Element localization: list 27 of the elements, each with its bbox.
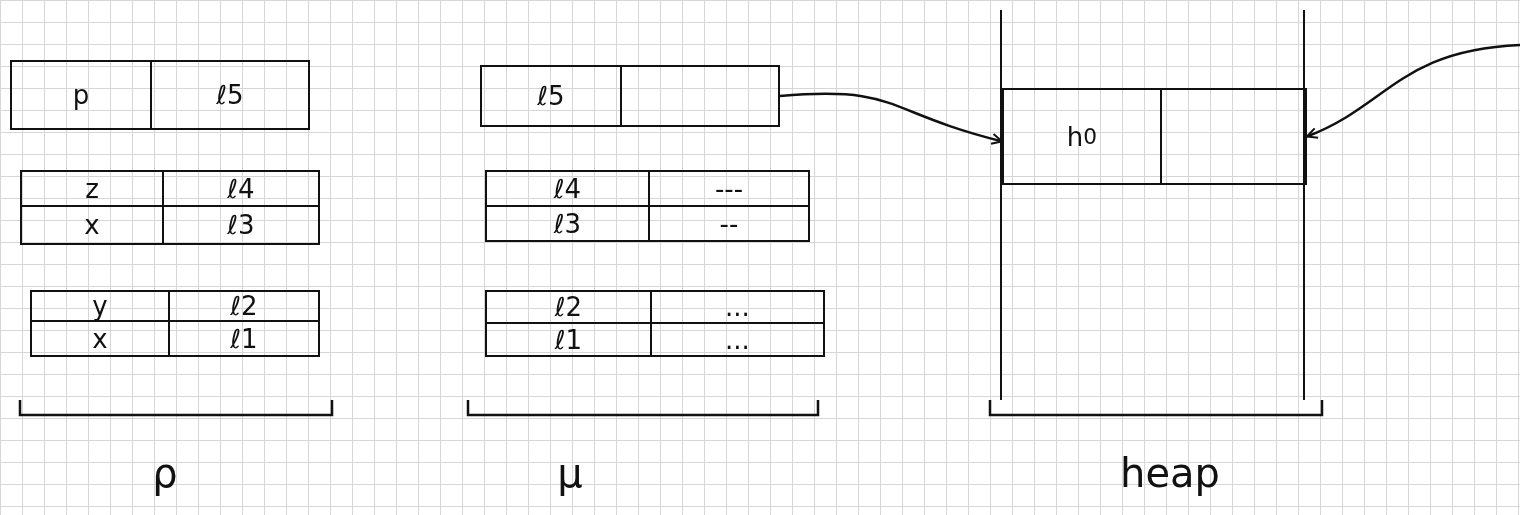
table-cell: ... <box>650 290 825 324</box>
heap-column <box>1000 10 1305 400</box>
table-cell: ℓ5 <box>480 65 622 127</box>
arrow <box>1306 43 1520 139</box>
table-cell: ℓ2 <box>168 290 320 322</box>
memory-cell <box>1160 88 1307 185</box>
group-label: ρ <box>152 450 178 496</box>
table-cell: ℓ5 <box>150 60 310 130</box>
table-cell: ℓ3 <box>162 205 320 245</box>
table-cell: x <box>30 320 170 357</box>
memory-cell <box>620 65 780 127</box>
table-cell: p <box>10 60 152 130</box>
table-cell: ℓ4 <box>485 170 650 207</box>
table-cell: x <box>20 205 164 245</box>
arrow <box>779 92 1003 145</box>
table-cell: -- <box>648 205 810 242</box>
group-label: μ <box>557 450 583 496</box>
table-cell: ℓ2 <box>485 290 652 324</box>
group-label: heap <box>1120 450 1220 496</box>
table-cell: ℓ1 <box>168 320 320 357</box>
table-cell: --- <box>648 170 810 207</box>
table-cell: ... <box>650 322 825 357</box>
table-cell: y <box>30 290 170 322</box>
table-cell: ℓ3 <box>485 205 650 242</box>
table-cell: ℓ4 <box>162 170 320 207</box>
table-cell: z <box>20 170 164 207</box>
table-cell: ℓ1 <box>485 322 652 357</box>
